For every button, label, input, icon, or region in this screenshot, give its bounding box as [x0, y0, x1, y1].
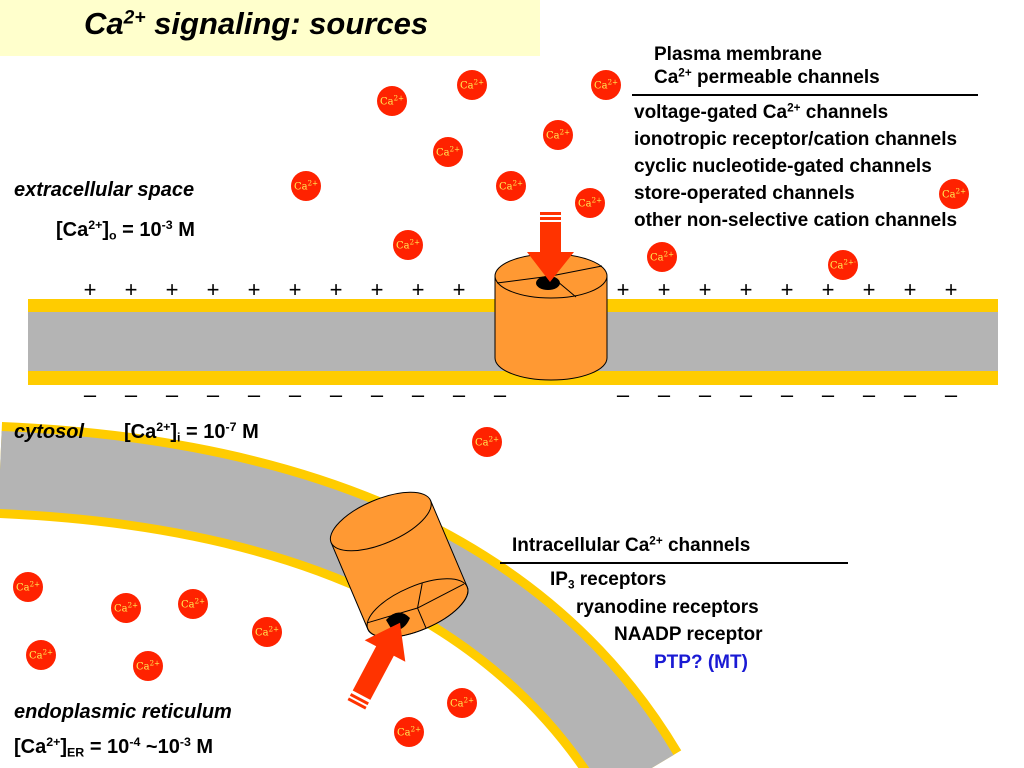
pm-heading-1: Plasma membrane — [654, 44, 822, 65]
minus-charge: – — [863, 382, 876, 407]
plus-charge: + — [863, 277, 876, 302]
minus-charge: – — [699, 382, 712, 407]
minus-charge: – — [289, 382, 302, 407]
er-label: endoplasmic reticulum — [14, 701, 232, 723]
calcium-ion: Ca2+ — [377, 86, 407, 116]
minus-charge: – — [207, 382, 220, 407]
plus-charge: + — [658, 277, 671, 302]
er-concentration: [Ca2+]ER = 10-4 ~10-3 M — [14, 735, 214, 760]
pm-heading-rule — [632, 94, 978, 96]
calcium-ion: Ca2+ — [433, 137, 463, 167]
minus-charge: – — [945, 382, 958, 407]
pm-inner-leaflet — [28, 371, 998, 385]
naadp-receptor: NAADP receptor — [614, 624, 763, 645]
plus-charge: + — [699, 277, 712, 302]
intracellular-heading: Intracellular Ca2+ channels — [512, 534, 751, 556]
er-channel — [329, 491, 469, 638]
cytosol-concentration: [Ca2+]i = 10-7 M — [124, 420, 259, 445]
calcium-ion: Ca2+ — [13, 572, 43, 602]
ptp-mt: PTP? (MT) — [654, 652, 748, 673]
plus-charge: + — [904, 277, 917, 302]
er-channel-pore — [386, 612, 410, 631]
release-arrow-up — [347, 622, 406, 710]
minus-charge: – — [248, 382, 261, 407]
channel-pore — [536, 276, 560, 290]
plus-charge: + — [289, 277, 302, 302]
title-box — [0, 0, 540, 56]
calcium-ion: Ca2+ — [252, 617, 282, 647]
calcium-ion: Ca2+ — [394, 717, 424, 747]
minus-charge: – — [412, 382, 425, 407]
minus-charge: – — [166, 382, 179, 407]
pm-item-cyclic-nucleotide: cyclic nucleotide-gated channels — [634, 156, 932, 177]
plus-charge: + — [822, 277, 835, 302]
calcium-ion: Ca2+· — [828, 250, 858, 280]
calcium-ion: Ca2+ — [591, 70, 621, 100]
calcium-ion: Ca2+ — [457, 70, 487, 100]
membrane-negative-charges: –––––––––––––––––––– — [84, 382, 958, 407]
plus-charge: + — [412, 277, 425, 302]
calcium-ions: Ca2+ Ca2+ Ca2+ Ca2+ Ca2+ Ca2+ Ca2+ Ca2+ Ca2+ Ca2+… — [13, 70, 969, 747]
pm-item-store-operated: store-operated channels — [634, 183, 855, 204]
calcium-ion: Ca2+ — [111, 593, 141, 623]
minus-charge: – — [740, 382, 753, 407]
pm-item-voltage-gated: voltage-gated Ca2+ channels — [634, 101, 889, 123]
minus-charge: – — [494, 382, 507, 407]
minus-charge: – — [658, 382, 671, 407]
minus-charge: – — [371, 382, 384, 407]
plus-charge: + — [945, 277, 958, 302]
minus-charge: – — [84, 382, 97, 407]
plus-charge: + — [84, 277, 97, 302]
page-title: Ca2+ signaling: sources — [84, 6, 429, 41]
extracellular-concentration: [Ca2+]o = 10-3 M — [56, 218, 195, 243]
plus-charge: + — [453, 277, 466, 302]
plus-charge: + — [166, 277, 179, 302]
intracellular-heading-rule — [500, 562, 848, 564]
minus-charge: – — [330, 382, 343, 407]
plus-charge: + — [740, 277, 753, 302]
pm-item-ionotropic: ionotropic receptor/cation channels — [634, 129, 958, 150]
calcium-ion: Ca2+ — [939, 179, 969, 209]
minus-charge: – — [453, 382, 466, 407]
plus-charge: + — [371, 277, 384, 302]
calcium-ion: Ca2+ — [647, 242, 677, 272]
plus-charge: + — [330, 277, 343, 302]
pm-item-non-selective: other non-selective cation channels — [634, 210, 958, 231]
calcium-ion: Ca2+ — [447, 688, 477, 718]
plus-charge: + — [781, 277, 794, 302]
extracellular-space-label: extracellular space — [14, 179, 195, 201]
membrane-positive-charges: + + + + + + + + + + + + + + + + + + + — [84, 277, 958, 302]
calcium-ion: Ca2+ — [496, 171, 526, 201]
calcium-ion: Ca2+ — [26, 640, 56, 670]
plus-charge: + — [207, 277, 220, 302]
calcium-ion: Ca2+ — [393, 230, 423, 260]
calcium-ion: Ca2+ — [575, 188, 605, 218]
plus-charge: + — [617, 277, 630, 302]
ryanodine-receptors: ryanodine receptors — [576, 597, 759, 618]
ip3-receptors: IP3 receptors — [550, 569, 667, 592]
plus-charge: + — [248, 277, 261, 302]
minus-charge: – — [781, 382, 794, 407]
calcium-ion: Ca2+ — [291, 171, 321, 201]
plus-charge: + — [125, 277, 138, 302]
calcium-ion: Ca2+ — [472, 427, 502, 457]
influx-arrow-down — [527, 212, 574, 282]
minus-charge: – — [125, 382, 138, 407]
calcium-ion: Ca2+ — [133, 651, 163, 681]
minus-charge: – — [822, 382, 835, 407]
cytosol-label: cytosol — [14, 421, 85, 443]
calcium-ion: Ca2+ — [178, 589, 208, 619]
minus-charge: – — [617, 382, 630, 407]
calcium-ion: Ca2+ — [543, 120, 573, 150]
pm-heading-2: Ca2+ permeable channels — [654, 66, 880, 88]
minus-charge: – — [904, 382, 917, 407]
